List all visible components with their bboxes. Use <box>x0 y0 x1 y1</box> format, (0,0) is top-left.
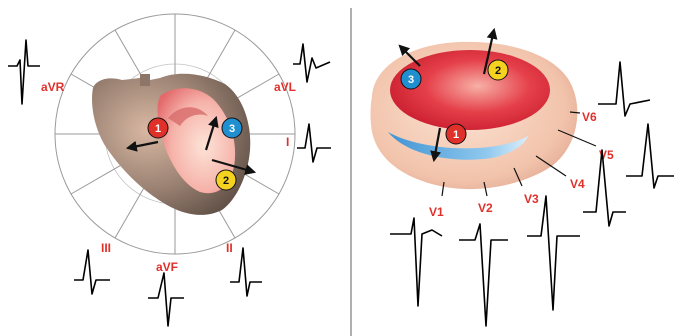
horizontal-badge-3-label: 3 <box>408 74 414 86</box>
frontal-badge-2-label: 2 <box>223 175 229 187</box>
lead-label-i: I <box>286 135 289 149</box>
lead-label-v1: V1 <box>429 205 444 219</box>
lead-label-ii: II <box>226 241 233 255</box>
ecg-trace-ii <box>230 248 262 296</box>
frontal-badge-3-label: 3 <box>229 123 235 135</box>
ecg-trace-avf <box>148 273 184 326</box>
heart-illustration <box>92 74 250 215</box>
ecg-trace-v2 <box>459 224 508 326</box>
frontal-badge-3: 3 <box>222 118 242 138</box>
horizontal-badge-1-label: 1 <box>453 129 459 141</box>
frontal-badge-1: 1 <box>148 118 168 138</box>
lead-label-v6: V6 <box>582 110 597 124</box>
lead-label-v4: V4 <box>570 177 585 191</box>
lead-label-avf: aVF <box>156 260 178 274</box>
lead-label-v2: V2 <box>478 201 493 215</box>
ecg-trace-v3 <box>527 196 580 310</box>
ecg-trace-v5 <box>626 124 674 188</box>
horizontal-badge-2-label: 2 <box>495 65 501 77</box>
aorta-stub <box>140 74 150 86</box>
ecg-trace-avl <box>293 44 330 82</box>
ecg-trace-i <box>297 124 331 162</box>
ecg-trace-iii <box>74 250 110 294</box>
lead-label-avr: aVR <box>41 80 65 94</box>
ecg-trace-avr <box>8 40 40 104</box>
ecg-trace-v6 <box>598 62 650 116</box>
lead-label-avl: aVL <box>274 80 296 94</box>
lead-label-iii: III <box>101 241 111 255</box>
ventricle-cross-section <box>371 42 578 189</box>
horizontal-badge-3: 3 <box>401 69 421 89</box>
lead-label-v3: V3 <box>524 192 539 206</box>
frontal-badge-2: 2 <box>216 170 236 190</box>
ecg-trace-v1 <box>390 218 442 306</box>
frontal-badge-1-label: 1 <box>155 123 161 135</box>
ventricle-cavity <box>390 50 550 130</box>
horizontal-badge-2: 2 <box>488 60 508 80</box>
horizontal-badge-1: 1 <box>446 124 466 144</box>
